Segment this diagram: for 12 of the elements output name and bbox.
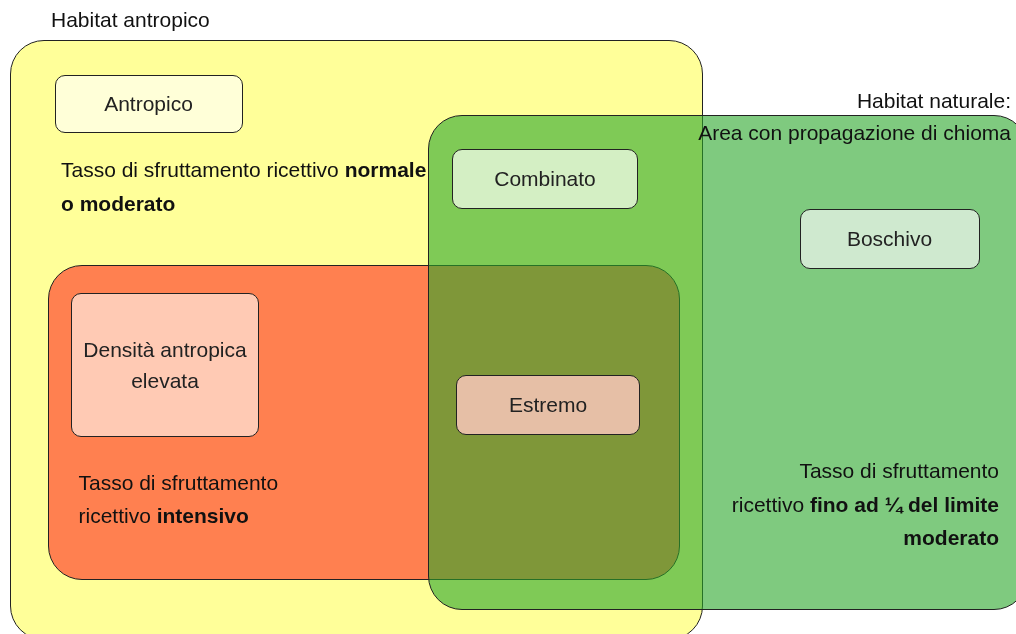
region-text: Tasso di sfruttamento ricettivo fino ad ¼ del limite moderato	[730, 458, 999, 552]
category-box: Combinato	[452, 149, 638, 209]
region-text: Tasso di sfruttamento ricettivo normale o moderato	[61, 157, 428, 217]
category-box: Boschivo	[799, 208, 980, 269]
region-heading: Habitat antropico	[51, 7, 211, 33]
region-heading: Habitat naturale:	[855, 88, 1011, 114]
region	[47, 264, 680, 580]
category-box: Antropico	[54, 74, 243, 133]
category-box: Estremo	[456, 375, 640, 435]
region-text: Tasso di sfruttamento ricettivo intensivo	[78, 469, 280, 530]
region-text: Area con propagazione di chioma	[697, 120, 1011, 146]
category-box: Densità antropica elevata	[71, 293, 259, 437]
